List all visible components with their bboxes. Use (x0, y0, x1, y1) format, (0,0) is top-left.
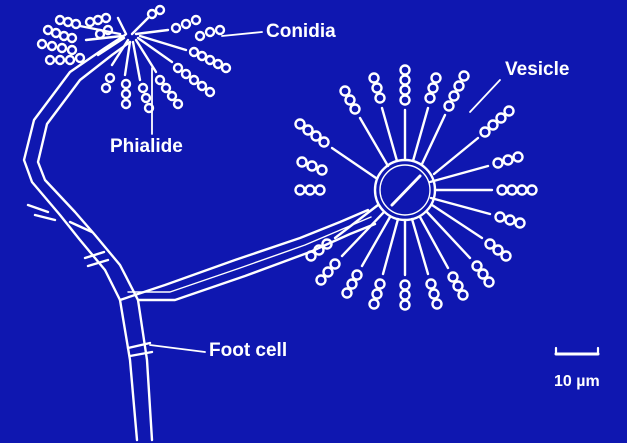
conidiophore-stalk-large-head (120, 210, 375, 300)
conidia-label: Conidia (266, 22, 336, 41)
conidia-leader-line (222, 32, 262, 36)
phialides-small-head (80, 18, 186, 80)
phialide-label: Phialide (110, 137, 183, 156)
foot-cell-label: Foot cell (209, 341, 287, 360)
conidiophore-stalk-small-head (24, 35, 152, 440)
scale-bar (556, 348, 598, 354)
vesicle-label: Vesicle (505, 60, 569, 79)
scale-bar-label: 10 µm (554, 374, 600, 390)
phialides-large-head (332, 108, 492, 275)
vesicle-leader-line (470, 80, 500, 112)
conidia-chains-large-head (296, 66, 537, 310)
foot-cell-leader-line (150, 345, 205, 352)
